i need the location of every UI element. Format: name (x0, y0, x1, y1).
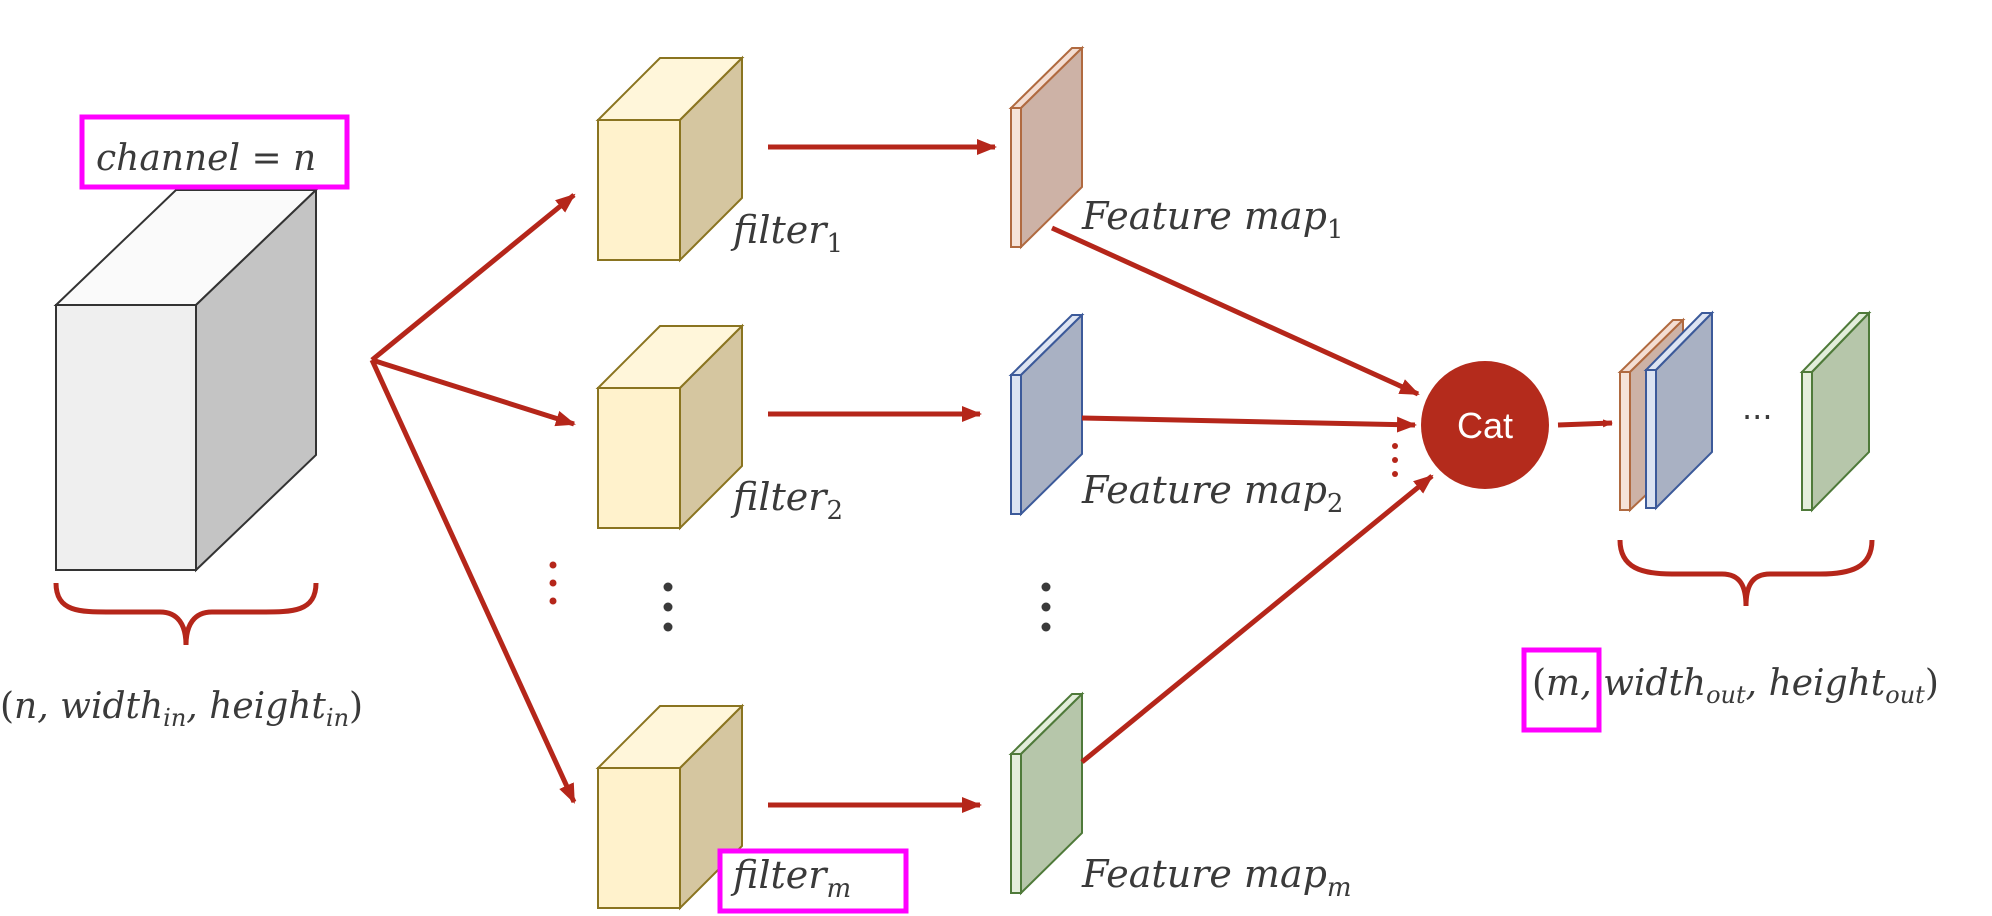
output-m-highlight (1521, 647, 1602, 733)
filter-1-label: filter1 (730, 208, 843, 259)
feature-map-m (1008, 691, 1085, 896)
feature-map-m-label: Feature mapm (1081, 852, 1352, 903)
fanout-arrow-m (369, 358, 577, 804)
feature-map-2 (1008, 312, 1085, 517)
output-dimension-label: (m, widthout, heightout) (1532, 663, 1939, 709)
ellipsis-left-red (549, 561, 557, 605)
filter-m-label-box: filterm (717, 848, 909, 914)
fanout-arrow-1 (370, 193, 576, 362)
fanout-arrow-2 (371, 357, 576, 427)
merge-arrow-m (1080, 474, 1434, 764)
filter-2-label: filter2 (730, 475, 843, 526)
ellipsis-maps (1041, 582, 1051, 632)
map-to-cat-arrows (1050, 225, 1434, 764)
output-map-m (1799, 310, 1872, 513)
output-brace (1617, 539, 1875, 607)
input-tensor (53, 187, 319, 573)
feature-map-1 (1008, 45, 1085, 250)
output-map-2 (1643, 310, 1715, 511)
fanout-arrows (369, 193, 577, 804)
input-brace (53, 582, 319, 646)
ellipsis-cat-inputs (1392, 443, 1398, 477)
filter-to-map-arrows (768, 139, 997, 813)
merge-arrow-2 (1081, 415, 1417, 433)
ellipsis-filters (663, 582, 673, 632)
filter-2 (595, 323, 745, 531)
cat-output-arrow (1557, 419, 1613, 428)
channel-label-box: channel = n (79, 114, 350, 190)
feature-map-1-label: Feature map1 (1081, 194, 1343, 245)
filter-1 (595, 55, 745, 263)
channel-label: channel = n (96, 138, 316, 179)
cat-node: Cat (1421, 361, 1549, 489)
cat-label: Cat (1457, 405, 1513, 446)
feature-map-2-label: Feature map2 (1081, 468, 1343, 519)
input-dimension-label: (n, widthin, heightin) (0, 686, 363, 732)
filter-m-label: filterm (730, 853, 851, 904)
merge-arrow-1 (1050, 225, 1420, 397)
output-ellipsis: ··· (1742, 398, 1773, 436)
